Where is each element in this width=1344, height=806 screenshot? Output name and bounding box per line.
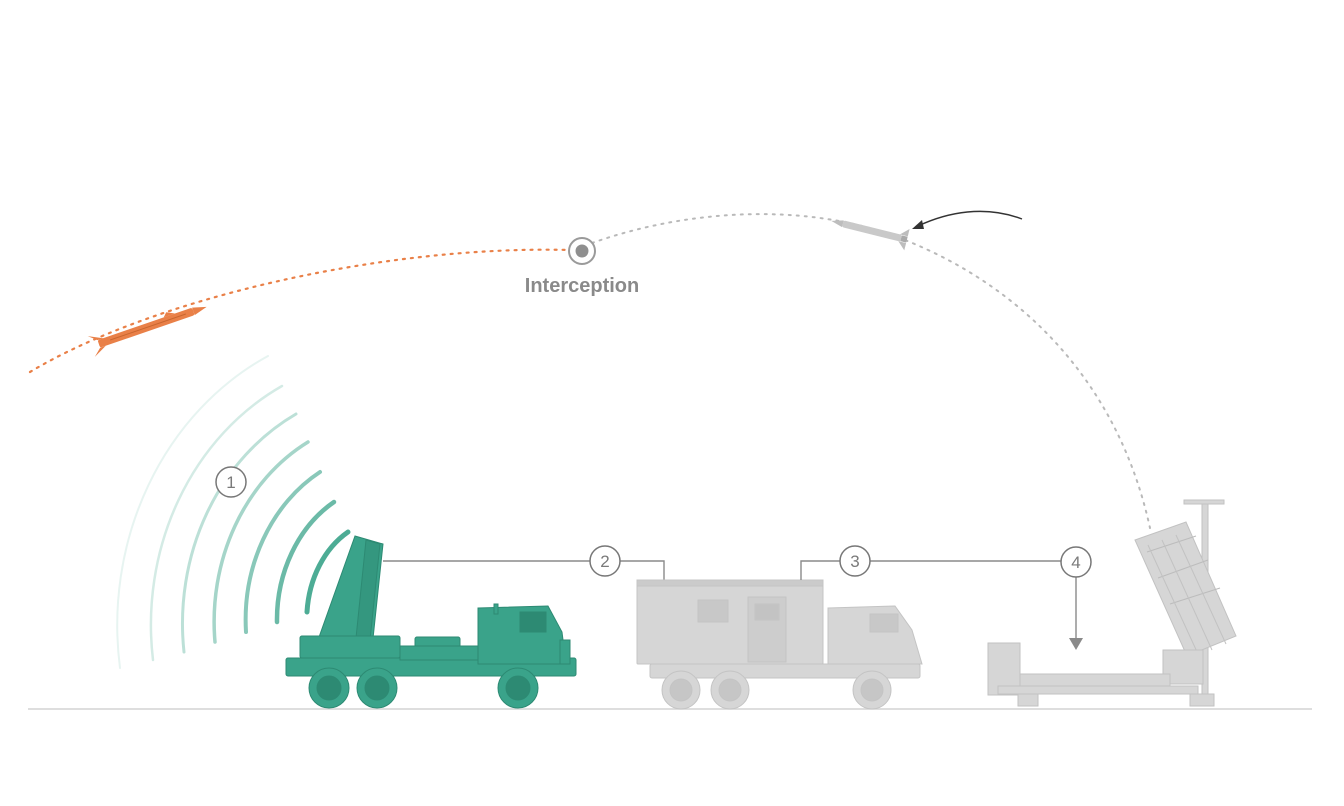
step-4-badge: 4 — [1060, 546, 1092, 578]
control-center-truck-icon — [636, 579, 923, 710]
radar-truck-icon — [285, 535, 577, 709]
arrow-down-icon — [1069, 638, 1083, 650]
svg-text:2: 2 — [600, 552, 609, 571]
connector-radar-to-control — [383, 560, 665, 612]
direction-arrow-icon — [912, 210, 1023, 229]
step-1-badge: 1 — [215, 466, 247, 498]
radar-waves — [116, 355, 351, 669]
svg-text:3: 3 — [850, 552, 859, 571]
connector-control-to-launcher — [800, 560, 1077, 640]
step-2-badge: 2 — [589, 545, 621, 577]
threat-trajectory — [28, 248, 572, 374]
interceptor-trajectory — [591, 213, 1151, 529]
svg-text:1: 1 — [226, 473, 235, 492]
svg-text:4: 4 — [1071, 553, 1080, 572]
interception-marker — [568, 237, 596, 265]
enemy-rocket-icon — [87, 306, 207, 357]
interception-label: Interception — [525, 275, 639, 297]
interceptor-missile-icon — [831, 220, 910, 251]
launcher-icon — [987, 499, 1237, 707]
step-3-badge: 3 — [839, 545, 871, 577]
